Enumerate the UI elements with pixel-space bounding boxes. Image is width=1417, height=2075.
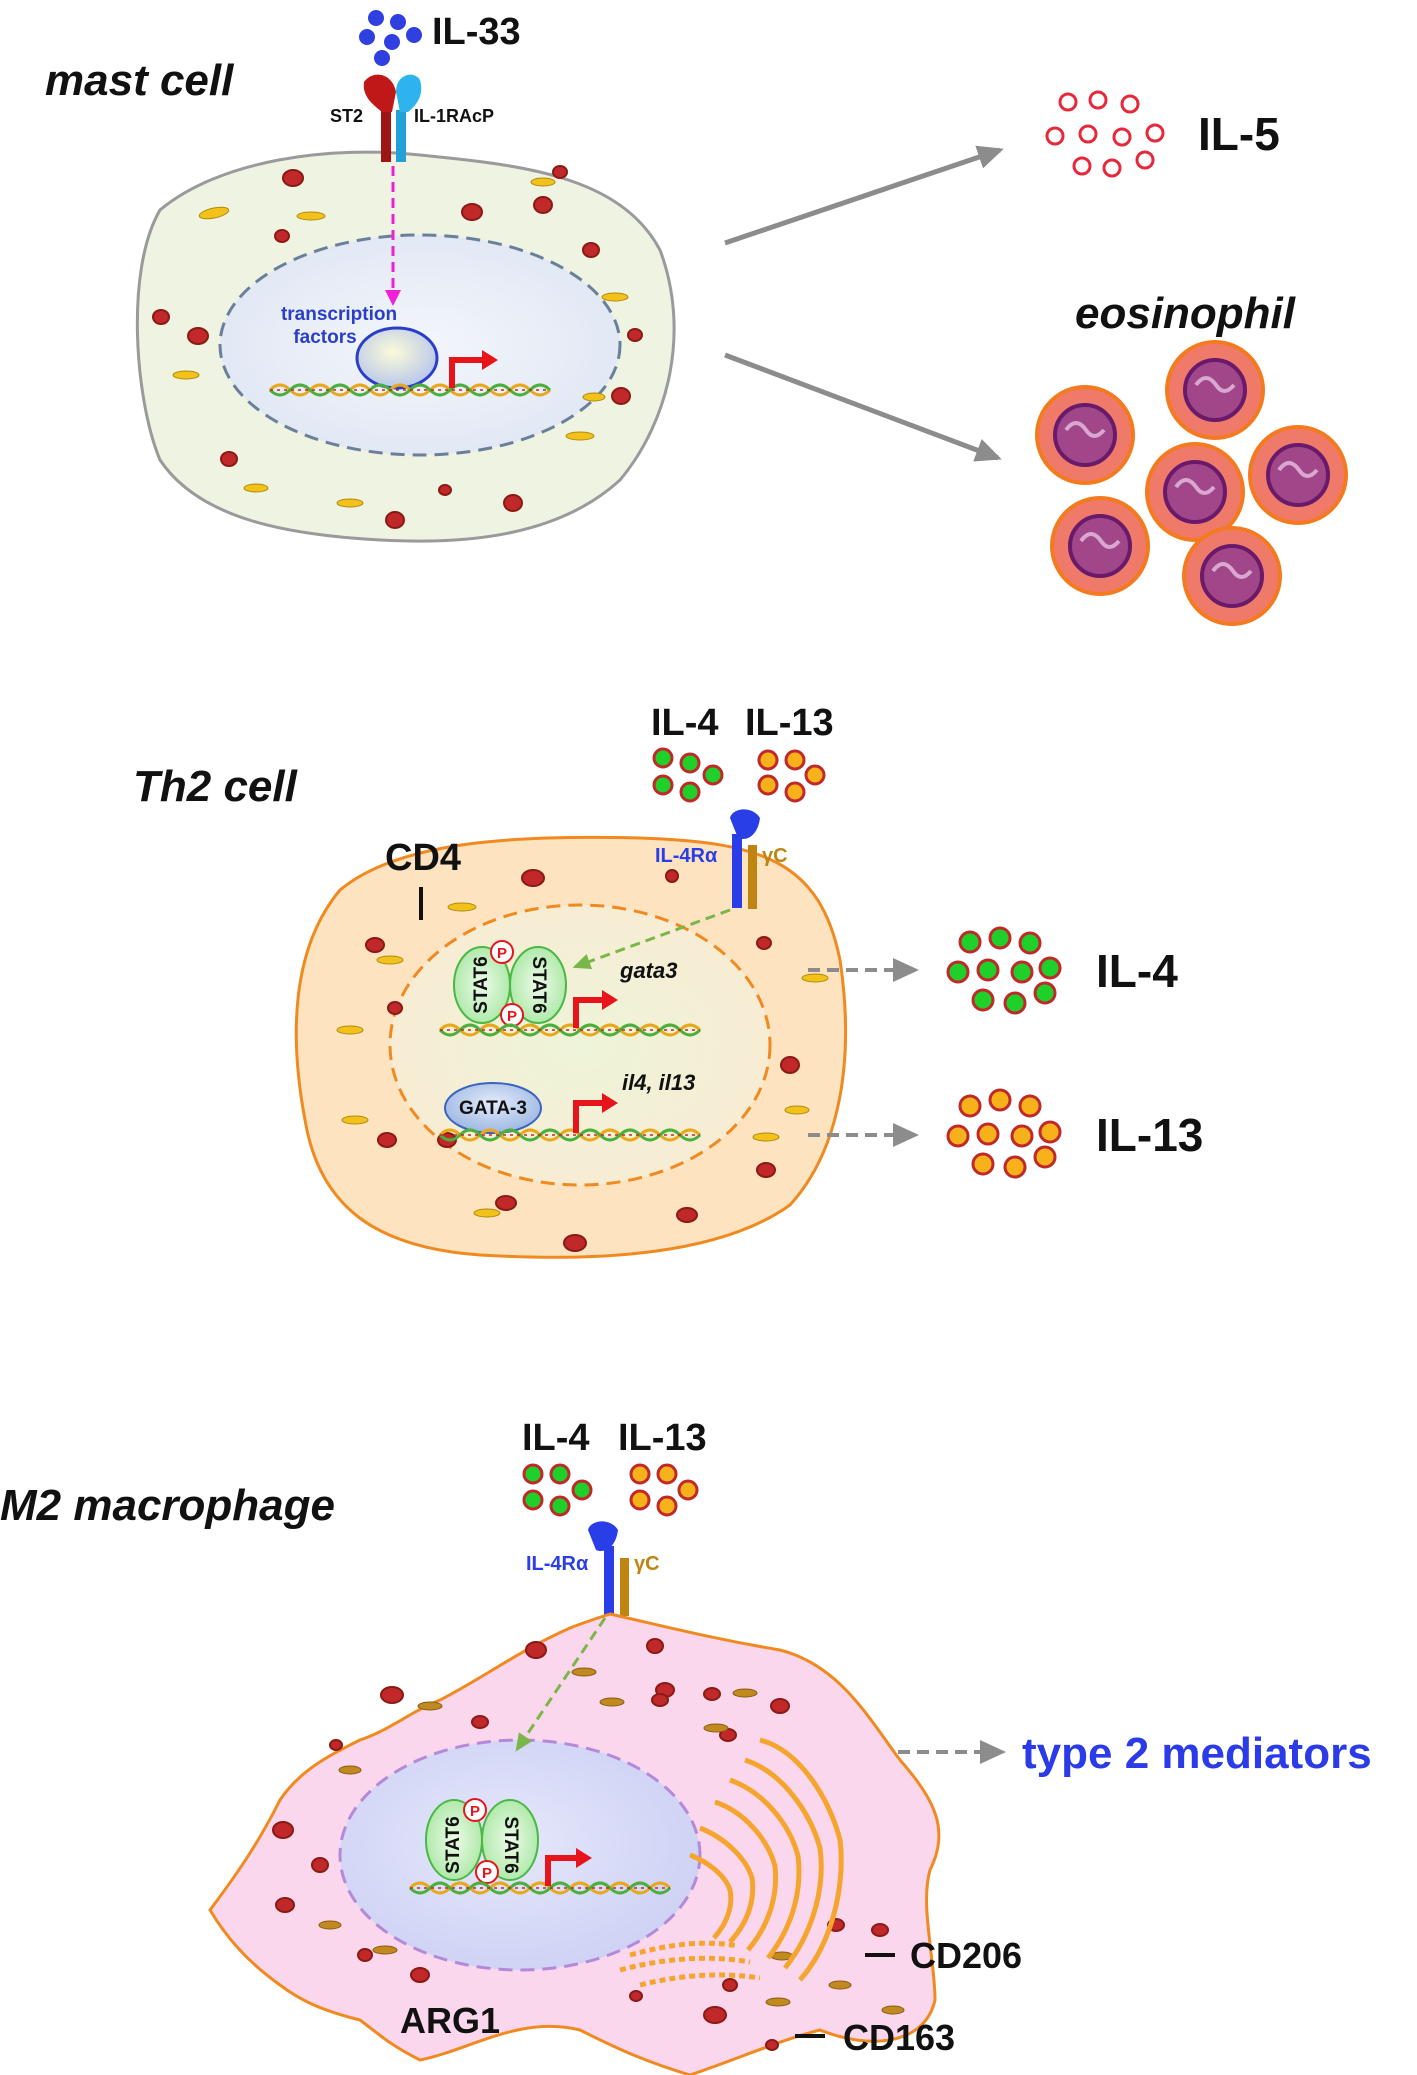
mast-promoter-arrowhead (482, 350, 498, 370)
m2-stat6-dimer: STAT6 STAT6 P P (425, 1798, 539, 1884)
m2-phospho-label: P (482, 1865, 492, 1882)
m2-promoter-arrowhead (576, 1848, 592, 1868)
m2-gammac-label: γC (634, 1553, 660, 1575)
mast-cell-panel: mast cell IL-33 (45, 10, 1348, 626)
phospho-label: P (497, 945, 507, 962)
m2-il4r-receptor (588, 1521, 629, 1616)
th2-il13-in-label: IL-13 (745, 702, 834, 744)
eosinophil-cluster (1035, 340, 1348, 626)
eosinophil-cell (1035, 385, 1135, 485)
th2-promoter-arrowhead-1 (602, 990, 618, 1010)
th2-promoter-arrow-1 (573, 997, 606, 1028)
th2-granules-red (365, 869, 800, 1252)
m2-dna-helix (408, 1881, 672, 1895)
eosinophil-label: eosinophil (1075, 289, 1296, 338)
th2-promoter-arrowhead-2 (602, 1093, 618, 1113)
phospho-badge (475, 1860, 499, 1884)
m2-granules-brown (318, 1667, 905, 2015)
m2-stat6-left-label: STAT6 (443, 1816, 464, 1873)
m2-il4-in-dots (522, 1463, 593, 1517)
th2-gammac-label: γC (762, 845, 788, 867)
eosinophil-cell (1145, 442, 1245, 542)
mast-to-eosinophil-arrow (724, 352, 1002, 462)
th2-promoter-arrow-2 (573, 1100, 606, 1133)
gata3-factor-label: GATA-3 (459, 1098, 527, 1119)
m2-macrophage-panel: M2 macrophage IL-4 IL-13 IL-4Rα γC (0, 1417, 1372, 2075)
cd4-label: CD4 (385, 837, 461, 879)
th2-il13-in-dots (757, 749, 826, 803)
st2-label: ST2 (330, 106, 363, 126)
m2-il13-in-label: IL-13 (618, 1417, 707, 1459)
th2-granules-yellow (336, 902, 829, 1218)
cd163-label: CD163 (843, 2017, 955, 2058)
transcription-label-line2: factors (293, 327, 356, 348)
th2-il4-out-label: IL-4 (1096, 945, 1178, 997)
phospho-badge (490, 940, 514, 964)
mast-granules-yellow (172, 177, 629, 508)
stat6-protein (481, 1799, 539, 1881)
stat6-protein (509, 946, 567, 1024)
th2-il4-out-dots (946, 926, 1062, 1015)
mast-cell-title: mast cell (45, 56, 234, 105)
gata3-gene-label: gata3 (619, 958, 677, 983)
eosinophil-cell (1165, 340, 1265, 440)
il4-il13-gene-label: il4, il13 (622, 1070, 695, 1095)
th2-il13-out-label: IL-13 (1096, 1109, 1203, 1161)
th2-il4r-receptor (730, 809, 760, 909)
th2-stat6-dimer: STAT6 STAT6 P P (453, 940, 567, 1027)
mast-granules-red (152, 165, 643, 529)
phospho-label: P (507, 1008, 517, 1025)
transcription-label-line1: transcription (281, 304, 397, 325)
th2-signal-arrow (572, 908, 731, 970)
eosinophil-cell (1182, 526, 1282, 626)
m2-il13-in-dots (629, 1463, 699, 1517)
m2-promoter-arrow (545, 1855, 580, 1886)
il1racp-label: IL-1RAcP (414, 106, 494, 126)
m2-il4-in-label: IL-4 (522, 1417, 590, 1459)
type2-mediators-label: type 2 mediators (1022, 1729, 1372, 1778)
transcription-factor-blob (355, 326, 439, 390)
eosinophil-cell (1050, 496, 1150, 596)
th2-dna-helix-1 (438, 1023, 702, 1037)
stat6-right-label: STAT6 (528, 956, 549, 1013)
m2-granules-red (272, 1638, 889, 2051)
th2-il4-in-label: IL-4 (651, 702, 719, 744)
eosinophil-cell (1248, 425, 1348, 525)
phospho-badge (463, 1798, 487, 1822)
mast-to-il5-arrow (724, 145, 1004, 246)
th2-cell-panel: Th2 cell IL-4 IL-13 CD4 (133, 702, 1203, 1259)
m2-endoplasmic-reticulum (619, 1737, 844, 1988)
il5-label: IL-5 (1198, 108, 1280, 160)
th2-il4-in-dots (652, 747, 724, 803)
th2-il4ra-label: IL-4Rα (655, 845, 718, 867)
th2-cell-title: Th2 cell (133, 762, 298, 811)
m2-signal-arrow (515, 1617, 607, 1752)
th2-dna-helix-2 (438, 1128, 702, 1142)
mast-dna-helix (268, 383, 552, 397)
th2-il13-out-dots (946, 1088, 1062, 1179)
m2-stat6-right-label: STAT6 (500, 1816, 521, 1873)
il5-cytokine-dots (1045, 90, 1165, 178)
cd206-label: CD206 (910, 1935, 1022, 1976)
arg1-label: ARG1 (400, 2000, 500, 2041)
m2-il4ra-label: IL-4Rα (526, 1553, 589, 1575)
il33-label: IL-33 (432, 11, 521, 53)
st2-il1racp-receptor (363, 74, 422, 162)
gata3-factor (444, 1082, 542, 1134)
stat6-left-label: STAT6 (471, 956, 492, 1013)
m2-title: M2 macrophage (0, 1481, 335, 1530)
m2-phospho-label: P (470, 1803, 480, 1820)
mast-promoter-arrow (449, 357, 486, 388)
il33-cytokine-dots (359, 10, 422, 66)
